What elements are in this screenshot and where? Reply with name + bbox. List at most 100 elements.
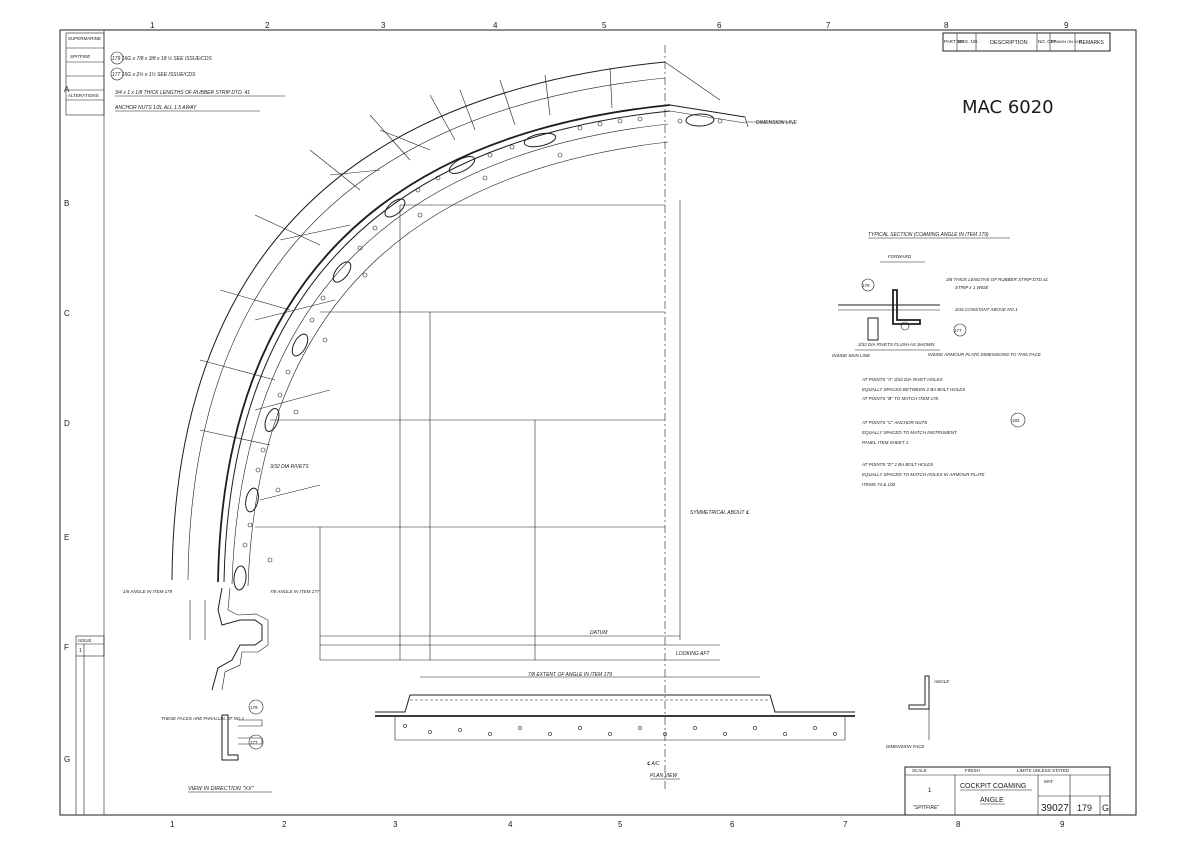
balloon-177: 177 xyxy=(250,740,258,745)
grid-number: 4 xyxy=(508,820,513,829)
finish-label: FINISH xyxy=(965,768,980,773)
drawing-title: COCKPIT COAMING xyxy=(960,783,1026,790)
sheet-border xyxy=(59,29,1137,816)
section-title: TYPICAL SECTION (COAMING ANGLE IN ITEM 1… xyxy=(868,232,989,238)
constant-label: 3/16 CONSTANT ABOVE NO.1 xyxy=(955,307,1018,312)
grid-letter: A xyxy=(64,85,70,94)
datum-label: DATUM xyxy=(590,630,608,636)
grid-number: 2 xyxy=(282,820,287,829)
grid-letter: D xyxy=(64,419,70,428)
title-block: SCALE FINISH LIMITS UNLESS STATED 1 "SPI… xyxy=(904,766,1111,816)
note-b: AT POINTS "B" TO MATCH ITEM 178 xyxy=(861,396,938,401)
issue-column-label: ISSUE xyxy=(78,638,92,643)
plan-view xyxy=(375,694,855,741)
part-number: 179 xyxy=(1077,803,1092,813)
top-grid-numbers: 1 2 3 4 5 6 7 8 9 xyxy=(150,21,1069,30)
grid-letter: F xyxy=(64,643,69,652)
dimension-face-label: DIMENSION FACE xyxy=(886,744,925,749)
note-balloon-183: 183 xyxy=(1012,418,1020,423)
limits-label: LIMITS UNLESS STATED xyxy=(1017,768,1070,773)
left-info-strip: SUPERMARINE SPITFIRE ALTERATIONS ISSUE 1 xyxy=(65,32,105,815)
aircraft-type: SPITFIRE xyxy=(70,54,91,59)
alterations-label: ALTERATIONS xyxy=(68,93,99,98)
grid-number: 9 xyxy=(1064,21,1069,30)
view-direction-label: VIEW IN DIRECTION "XX" xyxy=(188,786,255,792)
header-remarks: REMARKS xyxy=(1079,40,1104,46)
note-a-2: EQUALLY SPACED BETWEEN 2 BA BOLT HOLES xyxy=(862,387,965,392)
slot-holes xyxy=(233,113,715,591)
grid-letter: G xyxy=(64,755,70,764)
grid-number: 5 xyxy=(618,820,623,829)
dimension-lines xyxy=(189,45,760,790)
grid-letter: C xyxy=(64,309,70,318)
grid-number: 9 xyxy=(1060,820,1065,829)
header-drawn-on: DRAWN ON SHT. xyxy=(1051,39,1083,44)
grid-letter: E xyxy=(64,533,69,542)
typical-section-detail: TYPICAL SECTION (COAMING ANGLE IN ITEM 1… xyxy=(832,232,1049,358)
note-c-1: AT POINTS "C" ANCHOR NUTS xyxy=(861,420,927,425)
grid-number: 4 xyxy=(493,21,498,30)
bottom-grid-numbers: 1 2 3 4 5 6 7 8 9 xyxy=(170,820,1065,829)
grid-number: 1 xyxy=(170,820,175,829)
sheet-inner-border xyxy=(103,29,1137,816)
drawing-subtitle: ANGLE xyxy=(980,797,1004,804)
issue-letter: G xyxy=(1102,803,1109,813)
note-item-179: 179 16G x 7/8 x 3/8 x 18 ½ SEE ISSUE/CDS xyxy=(112,55,212,62)
section-balloon-179: 179 xyxy=(862,283,870,288)
note-d-3: ITEMS 74 & 100 xyxy=(862,482,896,487)
angle-label: ANGLE xyxy=(933,679,950,684)
hole-notes: AT POINTS "A" 3/32 DIA RIVET HOLES EQUAL… xyxy=(861,377,1026,487)
title-aircraft-type: "SPITFIRE" xyxy=(913,805,939,811)
centre-line-label: ℄ A/C xyxy=(647,761,660,767)
header-no-off: NO. OFF xyxy=(1038,39,1056,44)
grid-number: 1 xyxy=(150,21,155,30)
sheet-count: 1 xyxy=(928,788,932,794)
rubber-strip-label: 3/8 THICK LENGTHS OF RUBBER STRIP DTD.41 xyxy=(946,277,1049,282)
angle-item-179-label: 1/8 ANGLE IN ITEM 179 xyxy=(123,589,173,594)
angle-item-177-label: 7/8 ANGLE IN ITEM 177 xyxy=(270,589,320,594)
balloon-179: 179 xyxy=(250,705,258,710)
note-item-177: 177 16G x 2½ x 1½ SEE ISSUE/CDS xyxy=(112,71,196,78)
parallel-faces-label: THESE FACES ARE PARALLEL AT NO.1 xyxy=(161,716,245,721)
section-balloon-177: 177 xyxy=(954,328,962,333)
grid-number: 6 xyxy=(717,21,722,30)
forward-label: FORWARD xyxy=(888,254,912,259)
grid-number: 5 xyxy=(602,21,607,30)
side-grid-letters: A B C D E F G xyxy=(64,85,70,764)
note-anchor-nuts: ANCHOR NUTS 1/2L ALL 1.5 AWAY xyxy=(114,105,197,111)
scale-label: SCALE xyxy=(912,768,927,773)
grid-number: 8 xyxy=(944,21,949,30)
note-c-3: PANEL ITEM SHEET 1 xyxy=(862,440,909,445)
issue-row: 1 xyxy=(79,648,82,654)
grid-number: 7 xyxy=(843,820,848,829)
header-drg-no: DRG. NO. xyxy=(958,39,979,44)
note-d-1: AT POINTS "D" 2 BA BOLT HOLES xyxy=(861,462,933,467)
note-rubber-strip: 3/4 x 1 x 1/8 THICK LENGTHS OF RUBBER ST… xyxy=(115,90,250,96)
grid-letter: B xyxy=(64,199,69,208)
grid-number: 3 xyxy=(393,820,398,829)
grid-number: 3 xyxy=(381,21,386,30)
strip-width-label: STRIP x 1 WIDE xyxy=(955,285,989,290)
inside-skin-label: INSIDE SKIN LINE xyxy=(832,353,871,358)
armour-plate-label: INSIDE ARMOUR PLATE DIMENSIONS TO THIS F… xyxy=(928,352,1042,357)
rivet-holes xyxy=(242,116,723,563)
header-description: DESCRIPTION xyxy=(990,40,1028,46)
note-d-2: EQUALLY SPACED TO MATCH HOLES IN ARMOUR … xyxy=(862,472,986,477)
drawing-number: 39027 xyxy=(1041,803,1069,814)
angle-extent-label: 7/8 EXTENT OF ANGLE IN ITEM 179 xyxy=(528,672,612,678)
note-a-1: AT POINTS "A" 3/32 DIA RIVET HOLES xyxy=(861,377,942,382)
rivets-label: 3/32 DIA RIVETS xyxy=(270,464,309,470)
top-notes: 179 16G x 7/8 x 3/8 x 18 ½ SEE ISSUE/CDS… xyxy=(110,51,285,112)
grid-number: 2 xyxy=(265,21,270,30)
header-part-no: PART NO. xyxy=(944,39,965,44)
grid-number: 8 xyxy=(956,820,961,829)
material-label: MAT. xyxy=(1044,779,1054,784)
parts-list-header: PART NO. DRG. NO. DESCRIPTION NO. OFF DR… xyxy=(942,32,1111,52)
looking-aft-label: LOOKING AFT xyxy=(676,651,710,657)
grid-number: 6 xyxy=(730,820,735,829)
handwritten-drawing-number: MAC 6020 xyxy=(962,97,1054,118)
plan-view-label: PLAN VIEW xyxy=(650,773,679,779)
note-c-2: EQUALLY SPACED TO MATCH INSTRUMENT xyxy=(862,430,958,435)
company-label: SUPERMARINE xyxy=(68,36,101,41)
